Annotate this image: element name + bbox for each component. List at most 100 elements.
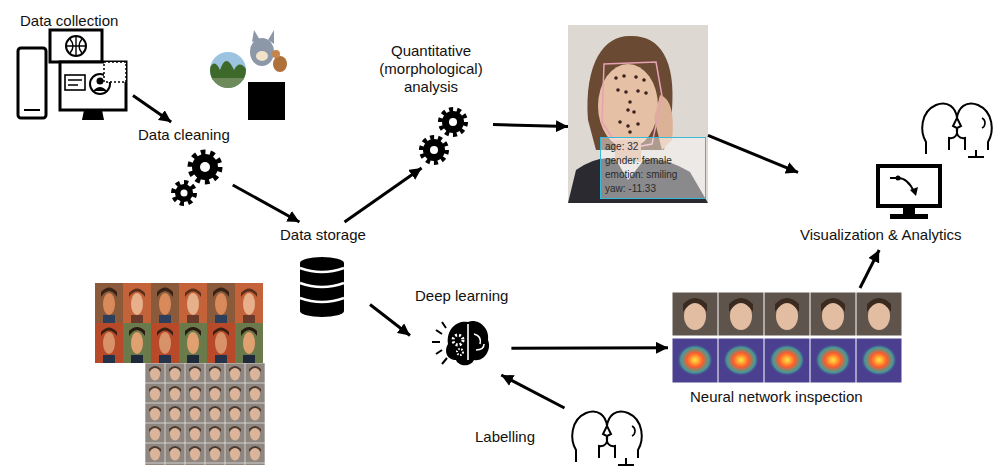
attribute-readout: gender: female: [605, 154, 701, 168]
stage-node: Data storage: [272, 222, 370, 318]
stage-node: age: 32gender: femaleemotion: smilingyaw…: [568, 25, 708, 203]
gear-teeth: [191, 153, 219, 181]
gear: [423, 139, 445, 161]
flow-arrow: [493, 124, 568, 126]
face-photo: [568, 25, 708, 203]
flow-arrow: [511, 346, 668, 350]
stage-label: Deep learning: [415, 287, 508, 305]
landscape-thumb: [208, 50, 248, 90]
stage-label: Neural network inspection: [690, 388, 863, 406]
db-top: [300, 257, 344, 269]
stage-node: Deep learning: [410, 283, 511, 375]
monitor-stand: [82, 110, 104, 120]
globe-screen: [50, 30, 102, 62]
attribute-readout: yaw: -11.33: [605, 182, 701, 196]
stage-label: Data storage: [280, 226, 366, 244]
gear: [442, 111, 464, 133]
window: [65, 75, 85, 90]
phone-button: [24, 109, 40, 111]
gear-teeth: [422, 138, 446, 162]
stage-node: Quantitative (morphological) analysis: [372, 40, 493, 168]
stage-label: Labelling: [475, 428, 535, 446]
cat-muzzle: [256, 51, 268, 61]
hair: [588, 36, 673, 150]
stage-node: Labelling: [470, 408, 645, 466]
sky: [208, 50, 248, 90]
brain: [446, 321, 489, 365]
flow-arrow: [370, 305, 410, 336]
brain-gear: [457, 349, 463, 355]
nn-heatmaps: [672, 338, 902, 383]
water: [208, 78, 248, 90]
mouse: [273, 56, 287, 72]
brain-rays: [432, 322, 447, 364]
stage-node: Neural network inspection: [668, 288, 908, 410]
flow-arrow: [233, 185, 300, 222]
screen-arrow: [910, 187, 918, 196]
cartoon-thumb: [250, 30, 287, 72]
dotted-frame: [104, 62, 126, 82]
globe: [66, 36, 86, 56]
people-icon: [922, 103, 991, 157]
gear-hole: [200, 162, 210, 172]
cat: [250, 38, 274, 66]
photo-grid: [145, 363, 265, 465]
cat-ears: [252, 30, 274, 44]
portrait-grid: [95, 323, 263, 363]
stage-label: Data collection: [20, 12, 118, 30]
user-body: [93, 87, 107, 91]
screen-dot: [896, 176, 901, 181]
gear-hole: [449, 118, 457, 126]
phone: [18, 48, 46, 118]
gear-hole: [181, 190, 188, 197]
landmarks: [614, 74, 648, 134]
stage-node: Visualization & Analytics: [798, 98, 996, 250]
stand: [903, 206, 915, 214]
portrait-grid: [95, 283, 263, 323]
brain-gear: [453, 335, 463, 345]
screen: [878, 166, 940, 206]
gear: [192, 154, 218, 180]
stage-node: Data collection: [15, 8, 133, 123]
mouse-ear: [272, 50, 280, 58]
stage-node: Data cleaning: [135, 122, 233, 212]
cleaning-gears: [174, 153, 219, 203]
flow-arrow: [708, 135, 798, 172]
stage-label: Data cleaning: [138, 126, 230, 144]
gear-teeth: [441, 110, 465, 134]
stage-label: Quantitative (morphological) analysis: [372, 42, 490, 96]
flow-arrow: [501, 375, 564, 408]
user-head: [97, 78, 104, 85]
photo-ground: [568, 25, 708, 203]
db-bands: [300, 268, 344, 302]
analysis-overlay: age: 32gender: femaleemotion: smilingyaw…: [600, 137, 706, 199]
flow-arrow: [133, 95, 171, 122]
people-icon: [572, 411, 641, 465]
face: [598, 64, 658, 148]
database-icon: [300, 257, 344, 317]
trees: [208, 61, 248, 80]
attribute-readout: age: 32: [605, 140, 701, 154]
gear: [175, 184, 193, 202]
brain-icon: [432, 321, 489, 365]
nn-faces: [672, 292, 902, 336]
flow-arrow: [345, 168, 422, 222]
gear-hole: [430, 146, 438, 154]
stage-label: Visualization & Analytics: [800, 226, 961, 244]
globe-lines: [66, 36, 86, 56]
monitor-icon: [878, 166, 940, 219]
db-body: [300, 263, 344, 311]
analysis-gears: [422, 110, 465, 162]
db-bottom: [300, 305, 344, 317]
black-thumb: [248, 82, 285, 120]
brain-folds: [468, 324, 484, 360]
monitor: [60, 62, 126, 110]
base: [890, 214, 928, 219]
gear-teeth: [174, 183, 194, 203]
devices-icon: [18, 30, 126, 120]
flow-arrow: [860, 250, 879, 288]
attribute-readout: emotion: smiling: [605, 168, 701, 182]
window-lines: [68, 80, 82, 85]
